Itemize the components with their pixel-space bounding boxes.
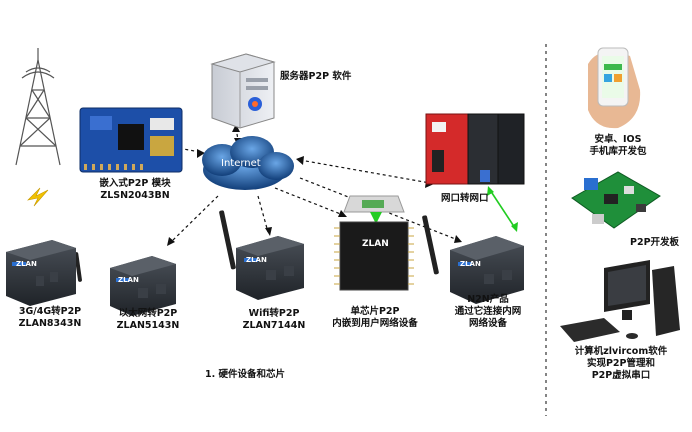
lightning-icon [27, 187, 49, 207]
device-n2n-image [450, 236, 524, 304]
device-wifi-label: Wifi转P2P ZLAN7144N [236, 308, 312, 332]
internet-cloud-icon [202, 136, 294, 190]
embedded-module-line1: 嵌入式P2P 模块 [99, 178, 171, 189]
dev-board-image [571, 171, 661, 229]
device-eth-line1: 以太网转P2P [118, 308, 178, 319]
brand-on-n2n: ZLAN [460, 260, 481, 268]
server-icon [210, 53, 276, 129]
device-3g-label: 3G/4G转P2P ZLAN8343N [10, 306, 90, 330]
chip-image [334, 195, 414, 291]
device-eth-image [110, 256, 176, 316]
device-3g-image [6, 240, 76, 306]
brand-on-3g: ZLAN [16, 260, 37, 268]
brand-on-chip: ZLAN [362, 239, 389, 249]
plc-image [425, 113, 525, 185]
green-link [487, 186, 518, 232]
pc-software-line3: P2P虚拟串口 [591, 370, 651, 381]
chip-line1: 单芯片P2P [350, 306, 400, 317]
embedded-module-label: 嵌入式P2P 模块 ZLSN2043BN [80, 178, 190, 202]
device-3g-line2: ZLAN8343N [18, 318, 82, 329]
phone-in-hand-image [588, 47, 641, 129]
link-lines [169, 127, 459, 244]
device-wifi-image [236, 236, 304, 300]
mobile-sdk-label: 安卓、IOS 手机库开发包 [558, 134, 678, 158]
n2n-line1: N2N产品 [467, 294, 509, 305]
mobile-sdk-line1: 安卓、IOS [594, 134, 642, 145]
pc-software-label: 计算机zlvircom软件 实现P2P管理和 P2P虚拟串口 [558, 346, 684, 382]
internet-label: Internet [221, 158, 261, 169]
device-eth-line2: ZLAN5143N [116, 320, 180, 331]
n2n-line2: 通过它连接内网 [454, 306, 522, 317]
chip-line2: 内嵌到用户网络设备 [332, 318, 418, 329]
embedded-module-image [79, 107, 183, 173]
pc-software-line2: 实现P2P管理和 [586, 358, 656, 369]
device-wifi-line2: ZLAN7144N [242, 320, 306, 331]
n2n-label: N2N产品 通过它连接内网 网络设备 [440, 294, 536, 330]
device-wifi-line1: Wifi转P2P [248, 308, 300, 319]
device-eth-label: 以太网转P2P ZLAN5143N [108, 308, 188, 332]
antenna-icons [74, 210, 439, 282]
brand-on-eth: ZLAN [118, 276, 139, 284]
arrow-heads [167, 124, 462, 246]
caption: 1. 硬件设备和芯片 [205, 369, 286, 380]
server-label: 服务器P2P 软件 [280, 71, 352, 82]
pc-software-line1: 计算机zlvircom软件 [574, 346, 668, 357]
mobile-sdk-line2: 手机库开发包 [589, 146, 647, 157]
chip-label: 单芯片P2P 内嵌到用户网络设备 [318, 306, 432, 330]
n2n-line3: 网络设备 [468, 318, 507, 329]
plc-label: 网口转网口 [441, 193, 489, 204]
embedded-module-line2: ZLSN2043BN [100, 190, 170, 201]
device-3g-line1: 3G/4G转P2P [18, 306, 82, 317]
pc-image [560, 260, 680, 342]
brand-on-wifi: ZLAN [246, 256, 267, 264]
cell-tower-icon [15, 48, 61, 166]
dev-board-label: P2P开发板 [630, 237, 680, 248]
